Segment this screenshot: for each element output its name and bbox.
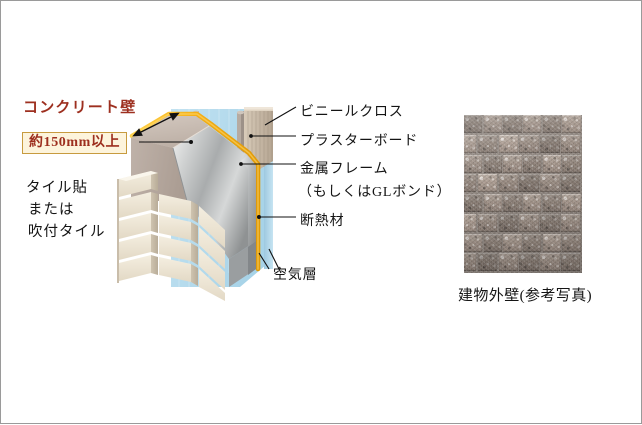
photo-tile-row bbox=[464, 194, 582, 213]
concrete-wall-body bbox=[131, 116, 256, 287]
photo-tile bbox=[464, 213, 477, 232]
concrete-wall-title: コンクリート壁 bbox=[23, 100, 137, 116]
thickness-arrow bbox=[132, 112, 180, 137]
photo-tile-row bbox=[464, 213, 582, 232]
callout-metal-frame-sub: （もしくはGLボンド） bbox=[298, 185, 452, 200]
photo-tile bbox=[464, 194, 483, 213]
photo-tile bbox=[540, 174, 560, 193]
tile-finish-line1: タイル貼 bbox=[26, 180, 88, 196]
photo-tile bbox=[519, 174, 539, 193]
photo-tile bbox=[542, 115, 561, 134]
photo-tile-row bbox=[464, 233, 582, 252]
photo-tile bbox=[483, 233, 502, 252]
photo-tile bbox=[542, 154, 561, 173]
photo-tile bbox=[523, 233, 542, 252]
photo-tile bbox=[464, 233, 483, 252]
photo-tile bbox=[498, 174, 518, 193]
photo-tile bbox=[498, 213, 518, 232]
photo-tile bbox=[523, 194, 542, 213]
callout-metal-frame: 金属フレーム bbox=[300, 162, 389, 177]
callout-plaster-board: プラスターボード bbox=[300, 134, 419, 149]
photo-tile bbox=[562, 115, 581, 134]
thickness-badge: 約150mm以上 bbox=[22, 132, 128, 155]
photo-tile-row bbox=[464, 115, 582, 134]
photo-tile bbox=[503, 194, 522, 213]
photo-tile-row bbox=[464, 154, 582, 173]
photo-tile bbox=[523, 154, 542, 173]
photo-tile bbox=[542, 233, 561, 252]
photo-tile bbox=[562, 154, 581, 173]
photo-tile bbox=[562, 194, 581, 213]
photo-tile bbox=[464, 134, 477, 153]
photo-tile-row bbox=[464, 253, 582, 272]
photo-tile bbox=[519, 213, 539, 232]
photo-tile bbox=[561, 134, 581, 153]
photo-tile bbox=[464, 174, 477, 193]
photo-tile bbox=[503, 233, 522, 252]
tile-photo-surface bbox=[464, 115, 582, 273]
photo-tile bbox=[540, 213, 560, 232]
photo-tile bbox=[498, 134, 518, 153]
photo-tile bbox=[540, 134, 560, 153]
callout-air-layer: 空気層 bbox=[273, 268, 318, 283]
photo-tile bbox=[503, 115, 522, 134]
photo-tile bbox=[483, 154, 502, 173]
photo-tile bbox=[498, 253, 518, 272]
photo-tile-row bbox=[464, 174, 582, 193]
photo-tile bbox=[561, 213, 581, 232]
photo-tile bbox=[542, 194, 561, 213]
photo-tile bbox=[483, 194, 502, 213]
photo-tile bbox=[464, 253, 477, 272]
photo-tile bbox=[464, 115, 483, 134]
tile-finish-caption: タイル貼 または 吹付タイル bbox=[26, 177, 106, 243]
photo-tile bbox=[561, 174, 581, 193]
tile-cladding bbox=[117, 171, 225, 301]
photo-tile bbox=[477, 253, 498, 272]
leader-lines bbox=[139, 106, 297, 274]
photo-tile bbox=[477, 134, 498, 153]
tile-finish-line2: または bbox=[28, 202, 75, 219]
photo-tile bbox=[561, 253, 581, 272]
photo-tile bbox=[519, 134, 539, 153]
photo-tile bbox=[519, 253, 539, 272]
photo-tile-row bbox=[464, 134, 582, 153]
vinyl-cloth-sheet bbox=[244, 107, 273, 110]
photo-tile bbox=[483, 115, 502, 134]
tile-finish-line3: 吹付タイル bbox=[28, 224, 106, 241]
photo-tile bbox=[464, 154, 483, 173]
photo-tile bbox=[562, 233, 581, 252]
callout-insulation: 断熱材 bbox=[300, 214, 345, 229]
photo-tile bbox=[503, 154, 522, 173]
exterior-wall-photo bbox=[464, 115, 582, 273]
photo-tile bbox=[477, 174, 498, 193]
callout-vinyl-cloth: ビニールクロス bbox=[300, 105, 404, 120]
photo-tile bbox=[523, 115, 542, 134]
photo-tile bbox=[477, 213, 498, 232]
photo-caption: 建物外壁(参考写真) bbox=[458, 288, 592, 304]
photo-tile bbox=[540, 253, 560, 272]
